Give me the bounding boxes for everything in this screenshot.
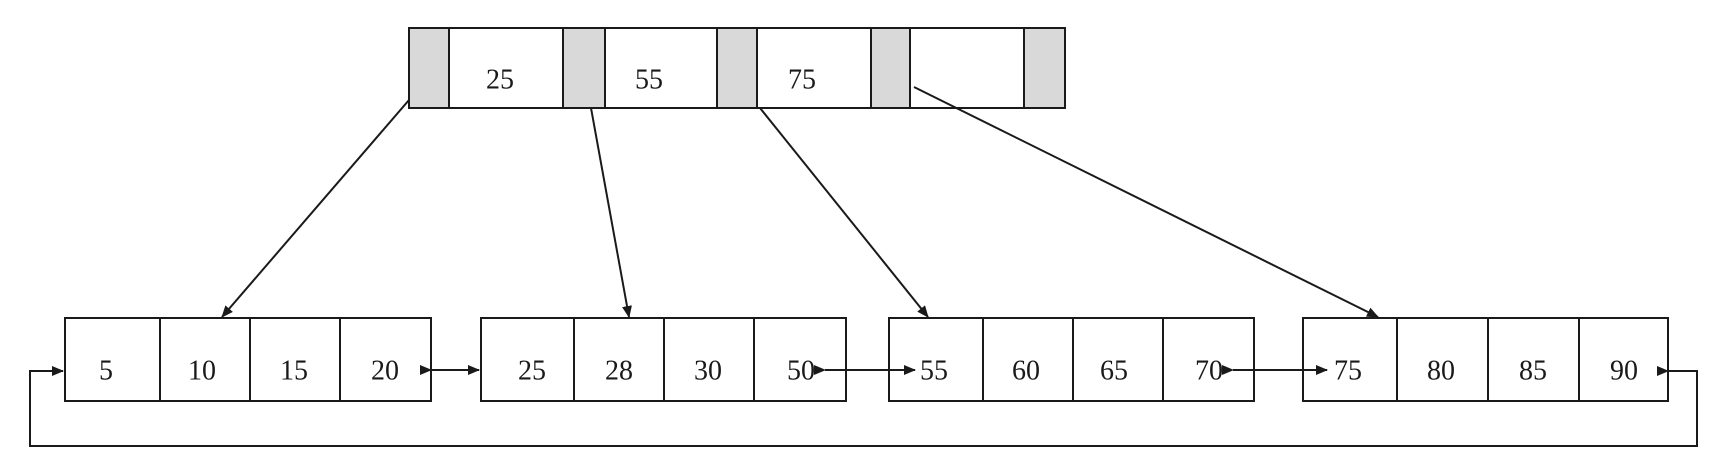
leaf-0-cell-2 — [249, 317, 341, 402]
root-key-cell-2 — [756, 27, 872, 109]
leaf-0-key-3: 20 — [371, 356, 399, 387]
leaf-2-cell-3 — [1162, 317, 1255, 402]
root-key-cell-1 — [604, 27, 718, 109]
leaf-1-cell-2 — [663, 317, 755, 402]
root-pointer-0 — [408, 27, 450, 109]
root-key-1: 55 — [635, 65, 663, 96]
leaf-2-cell-0 — [888, 317, 984, 402]
leaf-3-key-1: 80 — [1427, 356, 1455, 387]
root-node: 25 55 75 — [408, 27, 1066, 109]
leaf-2-cell-2 — [1072, 317, 1164, 402]
wrap-around-link — [29, 366, 1698, 447]
leaf-3-key-2: 85 — [1519, 356, 1547, 387]
leaf-1-key-3: 50 — [787, 356, 815, 387]
leaf-2-key-0: 55 — [920, 356, 948, 387]
leaf-1-cell-0 — [480, 317, 575, 402]
leaf-node-0: 5 10 15 20 — [64, 317, 432, 402]
leaf-3-key-3: 90 — [1610, 356, 1638, 387]
root-pointer-2 — [716, 27, 758, 109]
leaf-3-cell-1 — [1396, 317, 1489, 402]
leaf-2-key-1: 60 — [1012, 356, 1040, 387]
root-to-leaf-0-arrow — [221, 99, 410, 318]
leaf-3-key-0: 75 — [1334, 356, 1362, 387]
leaf-1-key-1: 28 — [605, 356, 633, 387]
leaf-node-1: 25 28 30 50 — [480, 317, 847, 402]
root-key-cell-3 — [909, 27, 1025, 109]
root-pointer-4 — [1023, 27, 1066, 109]
root-key-cell-0 — [448, 27, 564, 109]
leaf-1-cell-1 — [573, 317, 665, 402]
leaf-3-cell-3 — [1578, 317, 1669, 402]
root-pointer-3 — [870, 27, 911, 109]
leaf-3-cell-0 — [1302, 317, 1398, 402]
leaf-0-cell-1 — [159, 317, 251, 402]
root-to-leaf-3-arrow — [913, 86, 1379, 318]
root-to-leaf-2-arrow — [759, 107, 929, 318]
leaf-3-cell-2 — [1487, 317, 1580, 402]
leaf-2-key-3: 70 — [1195, 356, 1223, 387]
root-to-leaf-1-arrow — [590, 107, 632, 318]
leaf-2-cell-1 — [982, 317, 1074, 402]
root-key-0: 25 — [486, 65, 514, 96]
leaf-node-3: 75 80 85 90 — [1302, 317, 1669, 402]
leaf-0-key-1: 10 — [188, 356, 216, 387]
root-pointer-1 — [562, 27, 606, 109]
leaf-1-key-2: 30 — [694, 356, 722, 387]
leaf-0-key-0: 5 — [99, 356, 113, 387]
leaf-node-2: 55 60 65 70 — [888, 317, 1255, 402]
leaf-0-cell-3 — [339, 317, 432, 402]
leaf-0-key-2: 15 — [280, 356, 308, 387]
leaf-1-key-0: 25 — [518, 356, 546, 387]
leaf-1-cell-3 — [753, 317, 847, 402]
root-key-2: 75 — [788, 65, 816, 96]
leaf-2-key-2: 65 — [1100, 356, 1128, 387]
